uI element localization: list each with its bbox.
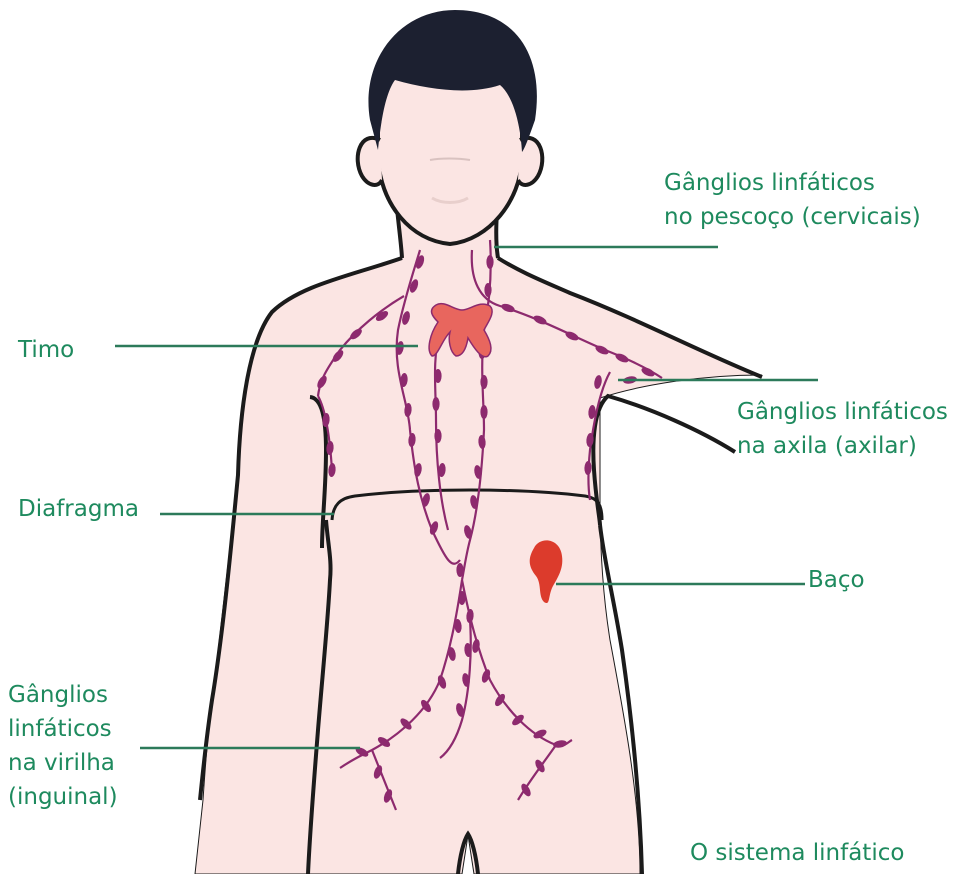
label-line: na axila (axilar) [737, 429, 948, 463]
lymph-node-icon [480, 405, 487, 419]
lymph-node-icon [432, 397, 439, 411]
label-line: (inguinal) [8, 780, 118, 814]
label-line: na virilha [8, 746, 118, 780]
armpit-right-outline [593, 396, 735, 525]
label-diaphragm: Diafragma [18, 492, 139, 526]
label-axillary-nodes: Gânglios linfáticos na axila (axilar) [737, 395, 948, 463]
lymph-node-icon [480, 375, 487, 389]
lymph-node-icon [434, 369, 441, 383]
label-line: Timo [18, 333, 74, 367]
label-line: Diafragma [18, 492, 139, 526]
lymph-node-icon [486, 255, 493, 269]
label-line: Gânglios linfáticos [737, 395, 948, 429]
label-line: Gânglios linfáticos [664, 166, 921, 200]
label-line: no pescoço (cervicais) [664, 200, 921, 234]
label-line: Gânglios [8, 678, 118, 712]
label-cervical-nodes: Gânglios linfáticos no pescoço (cervicai… [664, 166, 921, 234]
lymph-node-icon [458, 591, 465, 605]
label-inguinal-nodes: Gânglios linfáticos na virilha (inguinal… [8, 678, 118, 814]
label-thymus: Timo [18, 333, 74, 367]
label-line: linfáticos [8, 712, 118, 746]
label-spleen: Baço [808, 563, 865, 597]
lymph-node-icon [434, 429, 441, 443]
thymus-icon [429, 304, 492, 357]
label-line: Baço [808, 563, 865, 597]
lymph-node-icon [456, 563, 463, 577]
lymph-node-icon [484, 283, 491, 297]
diagram-caption: O sistema linfático [690, 836, 904, 870]
